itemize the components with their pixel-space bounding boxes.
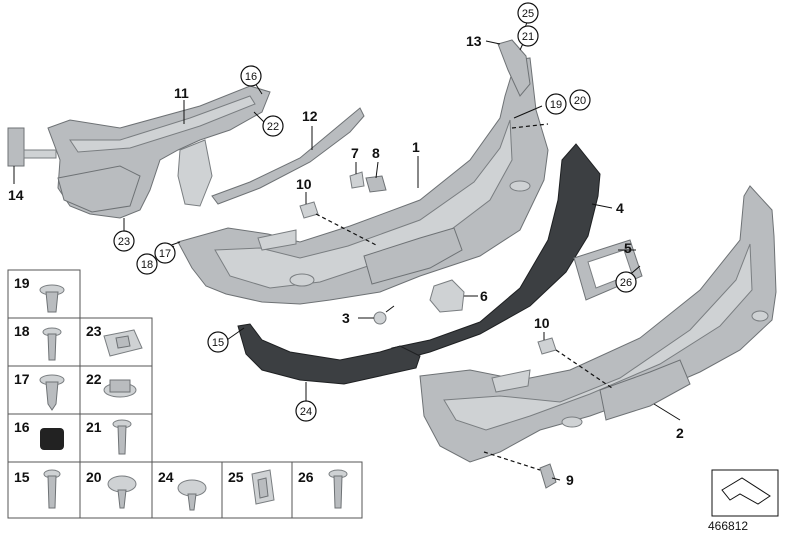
callout-6: 6 — [480, 288, 488, 304]
fastener-16-icon — [40, 428, 64, 450]
circled-callouts: 15 16 17 18 19 20 21 22 23 24 25 26 — [113, 2, 637, 422]
callout-10-lower: 10 — [534, 315, 550, 331]
fastener-17-icon — [39, 374, 65, 411]
fastener-21-icon — [112, 419, 132, 455]
callout-17: 17 — [159, 248, 171, 260]
fastener-24-icon — [177, 479, 207, 511]
grid-num-19: 19 — [14, 275, 30, 291]
assembly-lines — [315, 123, 613, 471]
lower-spoiler-part — [391, 143, 601, 361]
bracket-8-part — [365, 175, 387, 193]
grid-num-23: 23 — [86, 323, 102, 339]
callout-9: 9 — [566, 472, 574, 488]
bracket-7-part — [349, 171, 365, 189]
callout-25: 25 — [522, 8, 534, 20]
document-id: 466812 — [708, 519, 748, 533]
callout-20: 20 — [574, 95, 586, 107]
bracket-10-upper-part — [299, 201, 319, 219]
bumper-carrier-part — [7, 85, 271, 219]
fastener-19-icon — [39, 284, 65, 313]
grid-num-25: 25 — [228, 469, 244, 485]
lower-lip-part — [237, 323, 421, 385]
callout-12: 12 — [302, 108, 318, 124]
grid-num-15: 15 — [14, 469, 30, 485]
small-clip-part — [373, 305, 395, 325]
callout-2: 2 — [676, 425, 684, 441]
callout-22: 22 — [267, 121, 279, 133]
callout-10-upper: 10 — [296, 176, 312, 192]
fastener-legend-grid: 19 18 23 17 22 16 21 15 20 24 25 26 — [7, 269, 363, 519]
callout-26: 26 — [620, 277, 632, 289]
license-frame-part — [573, 239, 643, 301]
bracket-9-part — [539, 463, 557, 489]
grid-num-20: 20 — [86, 469, 102, 485]
fastener-23-icon — [103, 329, 143, 357]
callout-19: 19 — [550, 99, 562, 111]
callout-11: 11 — [174, 85, 189, 101]
grid-num-21: 21 — [86, 419, 102, 435]
callout-13: 13 — [466, 33, 482, 49]
bracket-10-lower-part — [537, 337, 557, 355]
fastener-26-icon — [328, 469, 348, 509]
grid-num-18: 18 — [14, 323, 30, 339]
callout-15: 15 — [212, 337, 224, 349]
bracket-13-part — [497, 39, 531, 97]
callout-23: 23 — [118, 236, 130, 248]
rear-bumper-cover-part — [419, 185, 777, 463]
callout-5: 5 — [624, 240, 632, 256]
mounting-strip-part — [211, 107, 365, 205]
grid-num-24: 24 — [158, 469, 174, 485]
fastener-20-icon — [107, 475, 137, 509]
callout-18: 18 — [141, 259, 153, 271]
callout-21: 21 — [522, 31, 534, 43]
callout-labels: 1 2 3 4 5 6 7 8 9 10 10 11 12 13 14 — [8, 33, 684, 488]
callout-14: 14 — [8, 187, 24, 203]
callout-16: 16 — [245, 71, 257, 83]
callout-3: 3 — [342, 310, 350, 326]
callout-8: 8 — [372, 145, 380, 161]
fastener-25-icon — [251, 469, 275, 505]
callout-1: 1 — [412, 139, 420, 155]
callout-4: 4 — [616, 200, 624, 216]
fastener-22-icon — [103, 379, 137, 398]
callout-24: 24 — [300, 406, 312, 418]
fastener-18-icon — [42, 327, 62, 361]
fastener-15-icon — [43, 469, 61, 509]
front-bumper-cover-part — [177, 57, 549, 305]
callout-7: 7 — [351, 145, 359, 161]
tow-hook-cover-part — [429, 279, 465, 313]
grid-num-16: 16 — [14, 419, 30, 435]
document-reference: 466812 — [708, 469, 779, 533]
grid-num-26: 26 — [298, 469, 314, 485]
grid-num-22: 22 — [86, 371, 102, 387]
grid-num-17: 17 — [14, 371, 30, 387]
